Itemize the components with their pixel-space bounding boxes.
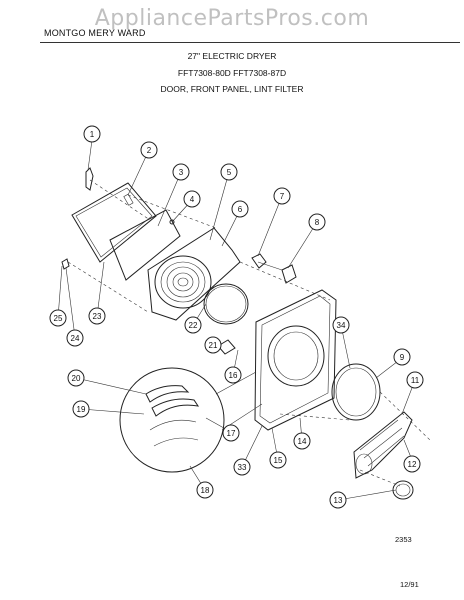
part-blower-seal — [331, 363, 381, 421]
svg-text:8: 8 — [315, 218, 320, 227]
callout-23: 23 — [88, 307, 106, 325]
callout-33: 33 — [233, 458, 251, 476]
part-hinge — [61, 258, 70, 270]
callout-13: 13 — [329, 491, 347, 509]
part-inner-door-panel — [71, 182, 157, 263]
svg-text:7: 7 — [280, 192, 285, 201]
part-door-switch — [217, 339, 236, 355]
svg-text:15: 15 — [274, 456, 283, 465]
callout-24: 24 — [66, 329, 84, 347]
svg-text:34: 34 — [337, 321, 346, 330]
svg-text:2: 2 — [147, 146, 152, 155]
svg-text:21: 21 — [209, 341, 218, 350]
svg-text:20: 20 — [72, 374, 81, 383]
callout-2: 2 — [140, 141, 158, 159]
svg-text:3: 3 — [179, 168, 184, 177]
callout-6: 6 — [231, 200, 249, 218]
part-door-strike — [85, 167, 94, 191]
part-door-liner — [109, 209, 181, 281]
part-door-latch — [281, 264, 297, 284]
callout-1: 1 — [83, 125, 101, 143]
svg-text:25: 25 — [54, 314, 63, 323]
svg-text:5: 5 — [227, 168, 232, 177]
svg-text:1: 1 — [90, 130, 95, 139]
callout-11: 11 — [406, 371, 424, 389]
part-hinge-bracket — [251, 253, 267, 269]
svg-text:9: 9 — [400, 353, 405, 362]
header-rule — [40, 42, 460, 43]
revision-date: 12/91 — [400, 580, 419, 589]
callout-4: 4 — [183, 190, 201, 208]
part-outer-door — [147, 227, 241, 321]
part-front-panel — [254, 289, 337, 431]
callout-21: 21 — [204, 336, 222, 354]
callout-7: 7 — [273, 187, 291, 205]
svg-text:18: 18 — [201, 486, 210, 495]
callout-22: 22 — [184, 316, 202, 334]
callout-16: 16 — [224, 366, 242, 384]
callout-17: 17 — [222, 424, 240, 442]
callout-leaders — [57, 139, 416, 501]
svg-text:6: 6 — [238, 205, 243, 214]
svg-text:19: 19 — [77, 405, 86, 414]
svg-text:22: 22 — [189, 321, 198, 330]
part-door-seal-ring — [203, 283, 249, 325]
part-screw — [169, 219, 175, 225]
callout-14: 14 — [293, 432, 311, 450]
callout-34: 34 — [332, 316, 350, 334]
diagram-title: 27" ELECTRIC DRYER — [187, 51, 277, 61]
svg-text:14: 14 — [298, 437, 307, 446]
svg-text:24: 24 — [71, 334, 80, 343]
model-numbers: FFT7308-80D FFT7308-87D — [177, 68, 287, 78]
watermark-text: AppliancePartsPros.com — [94, 6, 370, 31]
callout-25: 25 — [49, 309, 67, 327]
svg-text:13: 13 — [334, 496, 343, 505]
svg-text:23: 23 — [93, 312, 102, 321]
svg-text:17: 17 — [227, 429, 236, 438]
callout-3: 3 — [172, 163, 190, 181]
callout-12: 12 — [403, 455, 421, 473]
section-title: DOOR, FRONT PANEL, LINT FILTER — [160, 84, 304, 94]
callout-15: 15 — [269, 451, 287, 469]
diagram-code: 2353 — [395, 535, 412, 544]
callout-18: 18 — [196, 481, 214, 499]
brand-name: MONTGO MERY WARD — [44, 28, 146, 38]
svg-text:4: 4 — [190, 195, 195, 204]
callout-20: 20 — [67, 369, 85, 387]
svg-text:33: 33 — [238, 463, 247, 472]
assembly-guide-lines — [67, 179, 431, 487]
svg-text:16: 16 — [229, 371, 238, 380]
callout-9: 9 — [393, 348, 411, 366]
svg-text:12: 12 — [408, 460, 417, 469]
detail-magnifier — [119, 367, 263, 473]
callout-5: 5 — [220, 163, 238, 181]
svg-text:11: 11 — [411, 376, 420, 385]
part-lint-duct — [353, 411, 413, 479]
callout-19: 19 — [72, 400, 90, 418]
callout-8: 8 — [308, 213, 326, 231]
